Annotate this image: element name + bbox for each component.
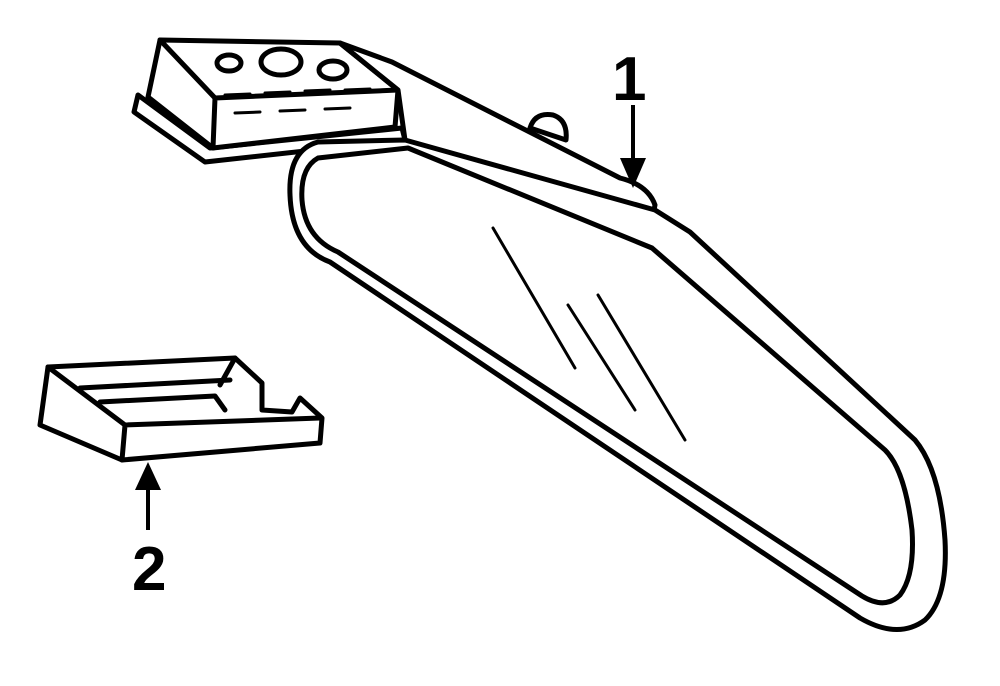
callout-2: 2	[132, 462, 166, 604]
mirror-base-cover	[37, 355, 325, 463]
callout-label-2: 2	[132, 535, 166, 604]
cover-inner-tray	[45, 355, 238, 428]
callout-arrow-2-head	[135, 462, 161, 490]
mount-hole-right	[316, 58, 350, 82]
cover-body	[37, 355, 325, 463]
callout-arrow-1-head	[620, 158, 646, 188]
callout-label-1: 1	[612, 45, 646, 114]
mount-face-detail	[223, 87, 372, 115]
mirror-glass	[299, 145, 915, 606]
mirror-mount-top-edge	[157, 37, 218, 101]
mount-hole-left	[214, 52, 244, 74]
mirror-reflection-lines	[491, 226, 687, 442]
callout-1: 1	[612, 45, 646, 188]
mirror-pivot-knob	[527, 112, 569, 143]
rear-view-mirror	[131, 37, 948, 632]
mount-hole-center	[258, 46, 304, 78]
